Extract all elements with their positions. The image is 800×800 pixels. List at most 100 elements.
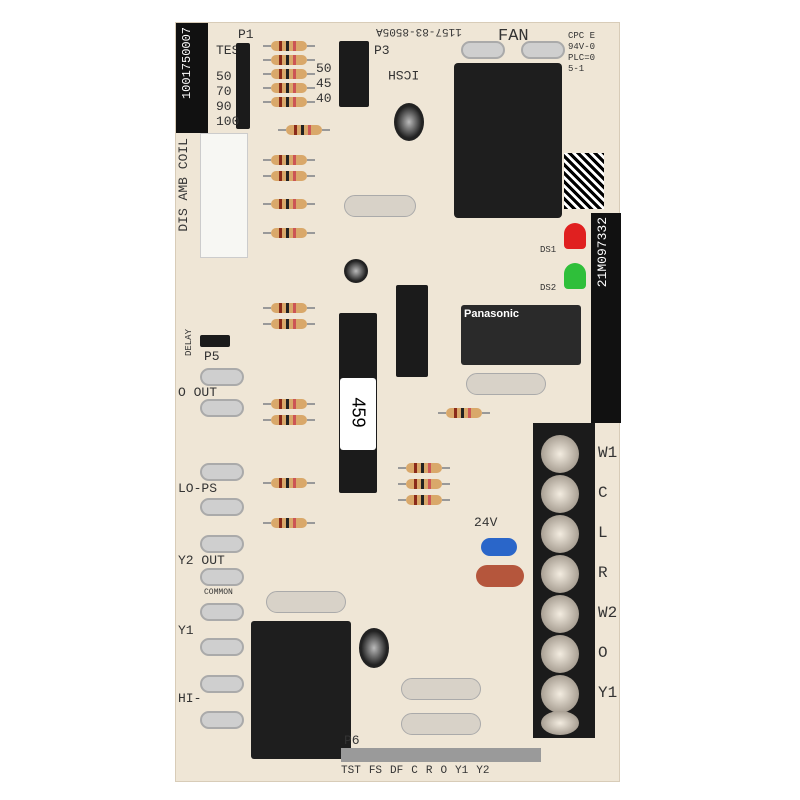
sensor-connector[interactable]: [200, 133, 248, 258]
panasonic-relay: Panasonic: [461, 305, 581, 365]
p6-pin-label: Y1: [455, 765, 469, 777]
p5-label: P5: [204, 349, 220, 364]
p6-pin-label: FS: [368, 765, 383, 777]
spade-terminal[interactable]: [200, 368, 244, 386]
spade-terminal[interactable]: [200, 498, 244, 516]
terminal-screw[interactable]: [541, 515, 579, 553]
delay-value: 90: [216, 99, 232, 114]
capacitor-blue: [481, 538, 517, 556]
led-green-ds2: [564, 263, 586, 289]
terminal-screw[interactable]: [541, 435, 579, 473]
spade-terminal[interactable]: [200, 568, 244, 586]
cert-text: CPC E: [568, 31, 596, 41]
sensor-label: DIS: [176, 208, 191, 232]
resistor: [263, 303, 315, 313]
resistor: [263, 155, 315, 165]
terminal-screw[interactable]: [541, 595, 579, 633]
serial-strip: 21M097332: [591, 213, 621, 423]
resistor: [263, 55, 315, 65]
capacitor: [359, 628, 389, 668]
spade-label: Y1: [178, 623, 194, 638]
voltage-label: 24V: [474, 515, 498, 530]
capacitor: [394, 103, 424, 141]
p6-label: P6: [344, 733, 360, 748]
sensor-labels: DIS AMB COIL: [176, 138, 192, 232]
terminal-screw[interactable]: [541, 635, 579, 673]
fan-label: FAN: [498, 27, 529, 46]
resistor: [263, 399, 315, 409]
power-resistor: [344, 195, 416, 217]
delay-label: DELAY: [184, 329, 194, 357]
terminal-label: W2: [598, 604, 618, 622]
resistor: [263, 518, 315, 528]
p6-pin-label: Y2: [476, 765, 490, 777]
relay-brand: Panasonic: [464, 308, 520, 320]
resistor: [263, 319, 315, 329]
p3-header[interactable]: [339, 41, 369, 107]
terminal-block: [533, 423, 595, 738]
terminal-label: W1: [598, 444, 618, 462]
circuit-board: 1001750007 TES P1 50 70 90 100 50 45 40 …: [175, 22, 621, 782]
spade-terminal[interactable]: [200, 675, 244, 693]
delay-value: 70: [216, 84, 232, 99]
p3-label: P3: [374, 43, 390, 58]
icsh-value: 45: [316, 76, 332, 91]
delay-value: 50: [216, 69, 232, 84]
spade-label: LO-PS: [178, 481, 218, 496]
resistor: [398, 495, 450, 505]
sticker-number: 459: [348, 397, 369, 428]
cert-text: PLC=0: [568, 53, 596, 63]
spade-terminal[interactable]: [200, 463, 244, 481]
blower-relays: [251, 621, 351, 759]
spade-label: COMMON: [204, 588, 233, 597]
power-resistor: [401, 678, 481, 700]
p6-header[interactable]: [341, 748, 541, 762]
icsh-value: 40: [316, 91, 332, 106]
terminal-screw[interactable]: [541, 555, 579, 593]
ds2-label: DS2: [540, 283, 557, 293]
resistor: [263, 478, 315, 488]
spade-terminal[interactable]: [200, 711, 244, 729]
p6-pin-label: DF: [390, 765, 404, 777]
serial-number: 21M097332: [595, 217, 610, 288]
p6-pin-label: O: [440, 765, 448, 777]
main-relay: [454, 63, 562, 218]
resistor: [398, 463, 450, 473]
terminal-label: O: [598, 644, 608, 662]
terminal-screw[interactable]: [541, 711, 579, 735]
spade-terminal[interactable]: [200, 535, 244, 553]
terminal-label: Y1: [598, 684, 618, 702]
power-resistor: [401, 713, 481, 735]
resistor: [263, 97, 315, 107]
spade-label: Y2 OUT: [178, 553, 225, 568]
tes-label: TES: [216, 43, 240, 58]
sticker: 459: [340, 378, 376, 450]
icsh-values: 50 45 40: [316, 61, 332, 106]
terminal-screw[interactable]: [541, 475, 579, 513]
resistor: [438, 408, 490, 418]
p1-header[interactable]: [236, 43, 250, 129]
fan-terminal[interactable]: [461, 41, 505, 59]
cert-text: 94V-0: [568, 42, 596, 52]
sensor-label: AMB: [176, 177, 191, 201]
ic-u2: [396, 285, 428, 377]
terminal-screw[interactable]: [541, 675, 579, 713]
p6-pin-label: TST: [341, 765, 361, 777]
fan-terminal[interactable]: [521, 41, 565, 59]
p5-jumper[interactable]: [200, 335, 230, 347]
resistor: [398, 479, 450, 489]
spade-terminal[interactable]: [200, 399, 244, 417]
terminal-label: C: [598, 484, 608, 502]
spade-terminal[interactable]: [200, 638, 244, 656]
cert-text: 5-1: [568, 64, 585, 74]
part-number: 1157-83-8505A: [376, 25, 462, 37]
spade-label: O OUT: [178, 385, 218, 400]
delay-value: 100: [216, 114, 240, 129]
spade-terminal[interactable]: [200, 603, 244, 621]
led-red-ds1: [564, 223, 586, 249]
qr-code: [564, 153, 604, 209]
ds1-label: DS1: [540, 245, 557, 255]
p1-label: P1: [238, 27, 254, 42]
